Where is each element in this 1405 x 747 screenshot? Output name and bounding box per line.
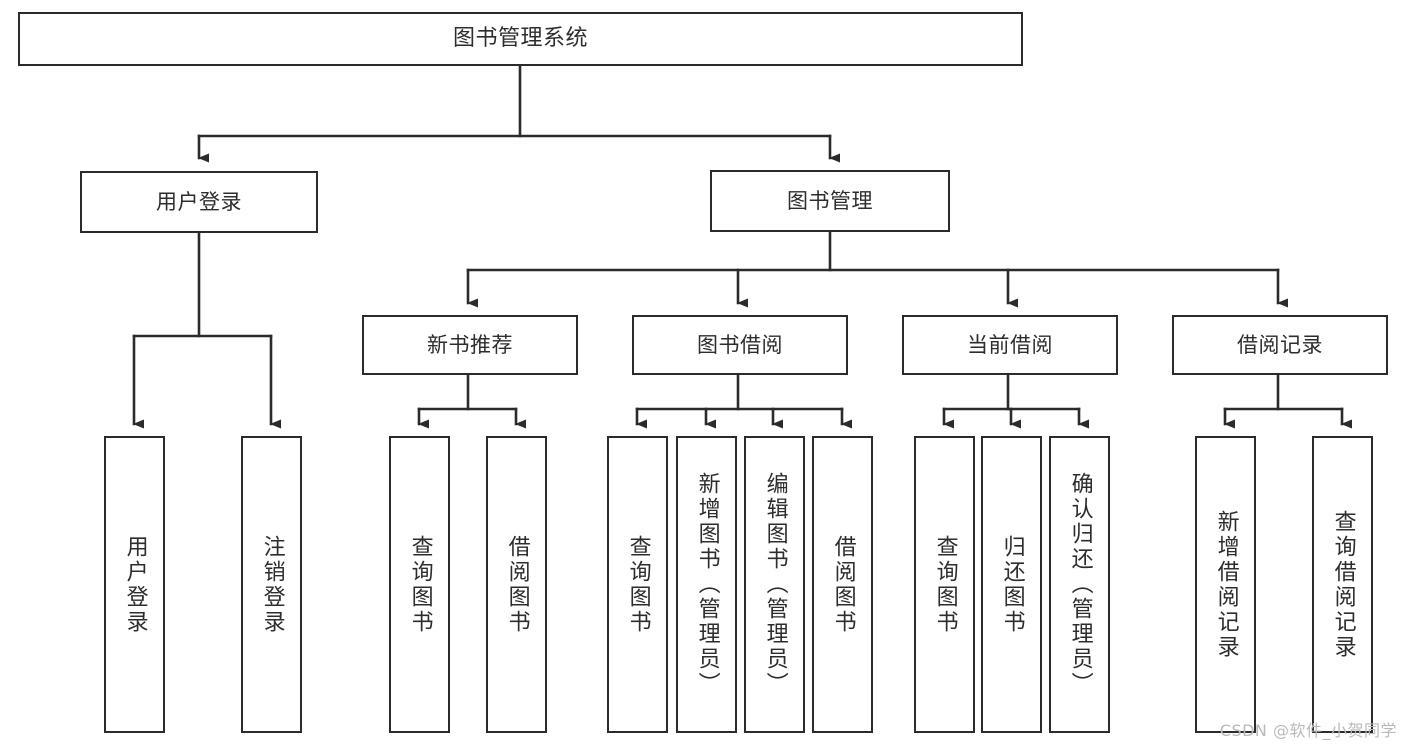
node-leaf-query-book-current[interactable]: 查询图书 bbox=[914, 436, 975, 733]
node-label: 当前借阅 bbox=[967, 332, 1053, 357]
node-label: 新书推荐 bbox=[427, 332, 513, 357]
node-label: 图书管理 bbox=[787, 188, 873, 213]
node-book-manage[interactable]: 图书管理 bbox=[710, 170, 950, 232]
node-leaf-query-book-borrow[interactable]: 查询图书 bbox=[607, 436, 668, 733]
node-leaf-add-book-admin[interactable]: 新增图书（管理员） bbox=[676, 436, 737, 733]
node-label: 借阅记录 bbox=[1237, 332, 1323, 357]
node-label: 新增借阅记录 bbox=[1213, 509, 1239, 660]
node-label: 图书借阅 bbox=[697, 332, 783, 357]
node-root-book-management-system[interactable]: 图书管理系统 bbox=[18, 12, 1023, 66]
node-label: 借阅图书 bbox=[830, 534, 856, 635]
node-leaf-add-borrow-record[interactable]: 新增借阅记录 bbox=[1195, 436, 1256, 733]
node-leaf-borrow-book[interactable]: 借阅图书 bbox=[812, 436, 873, 733]
node-leaf-user-logout[interactable]: 注销登录 bbox=[241, 436, 302, 733]
node-label: 查询借阅记录 bbox=[1330, 509, 1356, 660]
node-current-borrow[interactable]: 当前借阅 bbox=[902, 315, 1118, 375]
csdn-watermark: CSDN @软件_小贺同学 bbox=[1219, 721, 1397, 740]
node-user-login[interactable]: 用户登录 bbox=[80, 171, 318, 233]
node-label: 图书管理系统 bbox=[452, 26, 588, 52]
node-label: 查询图书 bbox=[932, 534, 958, 635]
node-leaf-return-book[interactable]: 归还图书 bbox=[981, 436, 1042, 733]
node-label: 查询图书 bbox=[625, 534, 651, 635]
node-label: 用户登录 bbox=[122, 534, 148, 635]
node-book-borrow[interactable]: 图书借阅 bbox=[632, 315, 848, 375]
node-label: 查询图书 bbox=[407, 534, 433, 635]
node-label: 注销登录 bbox=[259, 534, 285, 635]
node-leaf-edit-book-admin[interactable]: 编辑图书（管理员） bbox=[744, 436, 805, 733]
node-borrow-record[interactable]: 借阅记录 bbox=[1172, 315, 1388, 375]
node-leaf-user-login[interactable]: 用户登录 bbox=[104, 436, 165, 733]
node-leaf-confirm-return-admin[interactable]: 确认归还（管理员） bbox=[1049, 436, 1110, 733]
node-leaf-borrow-book-recommend[interactable]: 借阅图书 bbox=[486, 436, 547, 733]
node-label: 编辑图书（管理员） bbox=[762, 472, 788, 697]
node-label: 用户登录 bbox=[156, 189, 242, 214]
node-label: 新增图书（管理员） bbox=[694, 472, 720, 697]
node-leaf-query-borrow-record[interactable]: 查询借阅记录 bbox=[1312, 436, 1373, 733]
node-label: 归还图书 bbox=[999, 534, 1025, 635]
node-new-book-recommend[interactable]: 新书推荐 bbox=[362, 315, 578, 375]
node-leaf-query-book-recommend[interactable]: 查询图书 bbox=[389, 436, 450, 733]
node-label: 借阅图书 bbox=[504, 534, 530, 635]
node-label: 确认归还（管理员） bbox=[1067, 472, 1093, 697]
